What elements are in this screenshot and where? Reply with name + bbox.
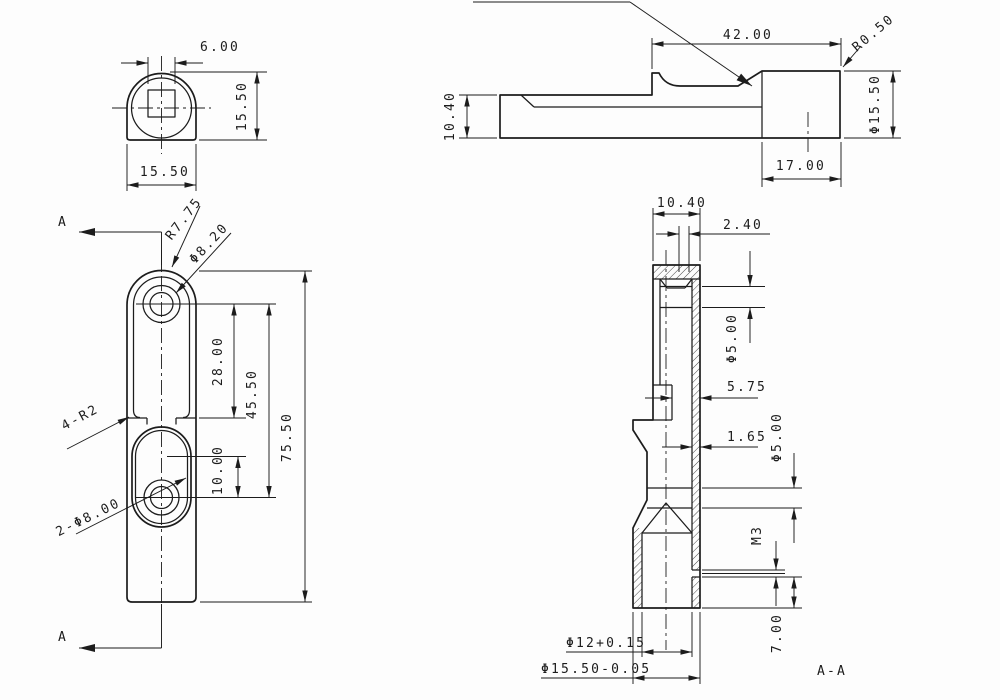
dim-text: Φ15.50-0.05: [541, 662, 651, 677]
dim-text: 7.00: [770, 613, 785, 653]
section-label: A: [58, 630, 68, 645]
dim-thread: M3: [702, 525, 802, 606]
dim-section-thickness: 10.40: [652, 196, 707, 261]
dim-text: 2-Φ8.00: [54, 496, 124, 540]
dim-text: 1.65: [727, 430, 767, 445]
dim-text: R0.50: [850, 11, 898, 55]
dim-slot-offset: 10.00: [211, 445, 241, 498]
dim-text: M3: [750, 525, 765, 545]
dim-barrel-length: 17.00: [761, 142, 842, 187]
view-side: 42.00 R0.50 Φ15.50 17.00 10.40: [443, 1, 901, 187]
dim-text: 5.75: [727, 380, 767, 395]
dim-top-height: 15.50: [170, 71, 267, 141]
dim-bore: Φ12+0.15: [566, 612, 693, 657]
leader-fillets: 4-R2: [59, 402, 130, 450]
dim-plate-thickness: 10.40: [443, 91, 497, 141]
dim-total-height: 75.50: [280, 271, 308, 602]
dim-outer-dia: Φ15.50-0.05: [541, 612, 701, 684]
dim-text: 15.50: [235, 81, 250, 131]
dim-text: 2.40: [723, 218, 763, 233]
dim-upper-cross-hole: Φ5.00: [702, 251, 765, 363]
dim-text: 6.00: [200, 40, 240, 55]
dim-text: 10.00: [211, 445, 226, 495]
dim-text: Φ15.50: [868, 74, 883, 134]
dim-thread-position: 7.00: [702, 577, 802, 653]
section-title: A-A: [817, 664, 847, 679]
dim-text: Φ12+0.15: [566, 636, 646, 651]
dim-text: Φ8.20: [187, 220, 232, 267]
view-front: A A 28.00 45.50: [54, 194, 312, 652]
dim-wall: 1.65: [662, 430, 767, 450]
dim-text: 45.50: [245, 369, 260, 419]
dim-text: 28.00: [211, 336, 226, 386]
view-top: 6.00 15.50 15.50: [112, 40, 267, 191]
dim-cbore-depth: 2.40: [656, 218, 770, 272]
view-section: 10.40 2.40 Φ5.00 5.75 1.65: [541, 196, 847, 684]
dim-lower-cross-hole: Φ5.00: [702, 412, 802, 543]
dim-barrel-dia: Φ15.50: [844, 70, 901, 139]
dim-length: 42.00: [651, 28, 842, 69]
dim-text: 10.40: [443, 91, 458, 141]
dim-corner-radius: R0.50: [842, 11, 898, 68]
dim-text: 17.00: [776, 159, 826, 174]
front-view-outline: [126, 269, 197, 603]
leader-head-hole: Φ8.20: [175, 220, 232, 294]
dim-square-width: 6.00: [121, 40, 240, 84]
dim-text: Φ5.00: [770, 412, 785, 462]
dim-hole-span: 45.50: [245, 304, 272, 498]
side-view-outline: [499, 70, 841, 139]
dim-text: 75.50: [280, 412, 295, 462]
dim-hole-to-step: 28.00: [211, 304, 237, 418]
section-label: A: [58, 215, 68, 230]
section-cut-bottom: A: [58, 604, 162, 652]
dim-text: Φ5.00: [725, 313, 740, 363]
dim-text: 4-R2: [59, 402, 101, 434]
dim-step: 5.75: [645, 380, 767, 401]
section-cut-top: A: [58, 215, 162, 269]
dim-top-width: 15.50: [126, 144, 197, 191]
dim-text: 15.50: [140, 165, 190, 180]
dim-text: R7.75: [163, 194, 206, 243]
section-outline: [632, 264, 701, 609]
dim-text: 10.40: [657, 196, 707, 211]
dim-text: 42.00: [723, 28, 773, 43]
